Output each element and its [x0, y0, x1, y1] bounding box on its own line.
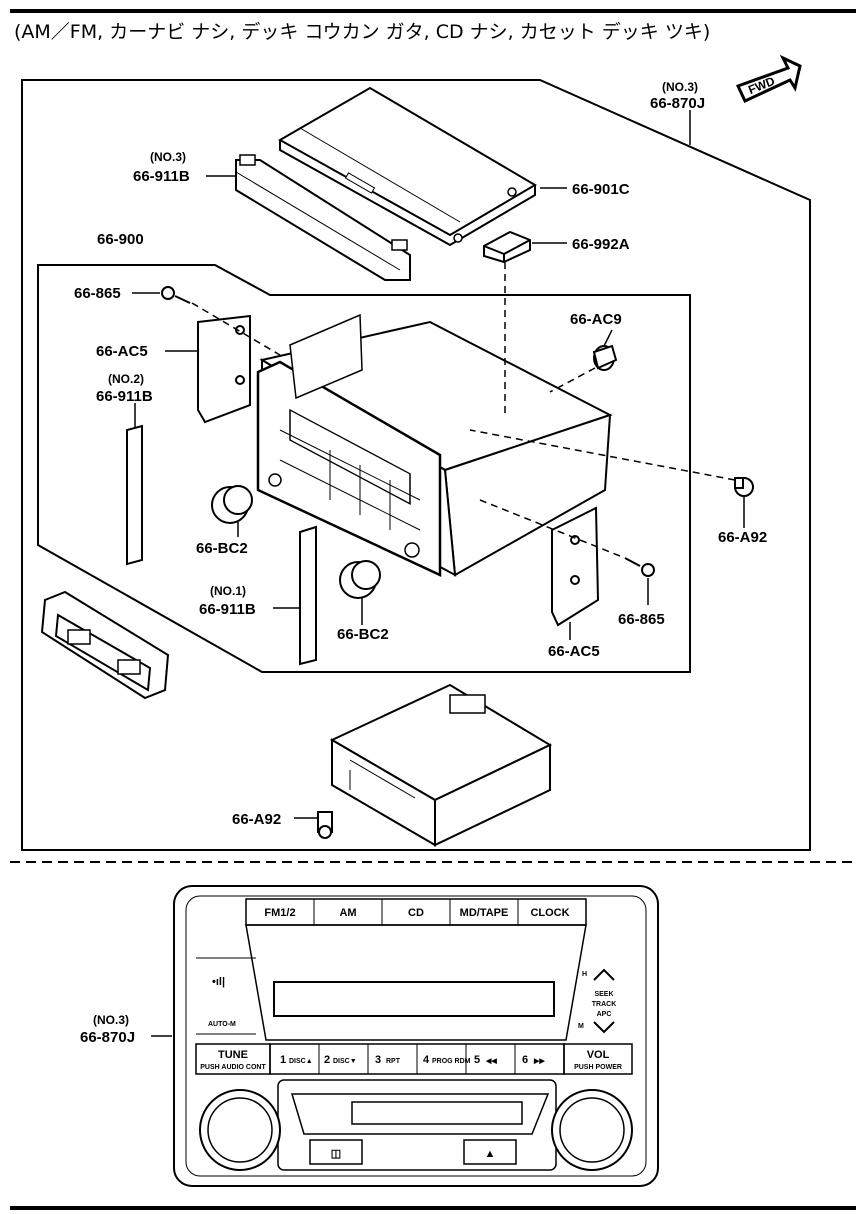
knob-bc2-center [339, 560, 381, 599]
deck-unit [329, 683, 553, 847]
label-911b-no1-no: (NO.1) [210, 584, 246, 598]
label-bc2-left: 66-BC2 [196, 540, 248, 557]
label-911b-no3: 66-911B [133, 168, 190, 185]
audio-unit-body [256, 313, 613, 577]
seek-down-icon [593, 1021, 615, 1034]
volume-knob [551, 1089, 633, 1171]
label-a92-right: 66-A92 [718, 529, 767, 546]
label-870j-top: 66-870J [650, 95, 705, 112]
eject-button: ▲ [485, 1148, 496, 1160]
tune-sub-label: PUSH AUDIO CONT [200, 1064, 266, 1071]
signal-indicator: •ıl| [212, 976, 225, 988]
subassembly-boundary [37, 264, 691, 673]
preset-6-label: ▶▶ [533, 1058, 545, 1065]
button-clock: CLOCK [530, 907, 569, 919]
label-870j-front: 66-870J [80, 1029, 135, 1046]
label-865-left: 66-865 [74, 285, 121, 302]
vol-button: VOL [587, 1049, 610, 1061]
plug-ac9 [592, 344, 618, 371]
preset-3-label: RPT [386, 1058, 401, 1065]
label-ac5-left: 66-AC5 [96, 343, 148, 360]
assembly-boundary [21, 79, 811, 851]
cover-plate [277, 86, 537, 247]
preset-5-num: 5 [474, 1054, 480, 1066]
label-870j-front-no: (NO.3) [93, 1013, 129, 1027]
cassette-play-button: ◫ [331, 1148, 341, 1160]
apc-label: APC [597, 1011, 612, 1018]
assembly-lines [191, 262, 736, 557]
preset-4-num: 4 [423, 1054, 430, 1066]
seek-up-icon [593, 968, 615, 981]
seek-h-label: H [582, 971, 587, 978]
label-911b-no2-no: (NO.2) [108, 372, 144, 386]
button-md-tape: MD/TAPE [460, 907, 509, 919]
strip-no1 [299, 525, 317, 666]
label-911b-no1: 66-911B [199, 601, 256, 618]
label-bc2-center: 66-BC2 [337, 626, 389, 643]
label-ac5-right: 66-AC5 [548, 643, 600, 660]
tune-button: TUNE [218, 1049, 248, 1061]
track-label: TRACK [592, 1001, 617, 1008]
fwd-arrow-icon: FWD [735, 54, 802, 103]
label-ac9: 66-AC9 [570, 311, 622, 328]
auto-m-button: AUTO-M [208, 1021, 236, 1028]
preset-6-num: 6 [522, 1054, 528, 1066]
button-fm12: FM1/2 [264, 907, 295, 919]
preset-5-label: ◀◀ [485, 1058, 497, 1065]
preset-1-num: 1 [280, 1054, 286, 1066]
seek-label: SEEK [594, 991, 613, 998]
strip-no2 [126, 424, 143, 566]
label-900: 66-900 [97, 231, 144, 248]
preset-1-label: DISC▲ [289, 1058, 313, 1065]
label-901c: 66-901C [572, 181, 630, 198]
tune-knob [199, 1089, 281, 1171]
preset-3-num: 3 [375, 1054, 381, 1066]
button-am: AM [339, 907, 356, 919]
leader-lines [132, 110, 745, 1037]
screw-865-right [624, 557, 655, 577]
label-a92-bottom: 66-A92 [232, 811, 281, 828]
seek-m-label: M [578, 1023, 584, 1030]
preset-2-num: 2 [324, 1054, 330, 1066]
label-992a: 66-992A [572, 236, 630, 253]
label-911b-no3-no: (NO.3) [150, 150, 186, 164]
bracket-ac5-right [551, 506, 600, 627]
clip-a92-bottom [317, 811, 333, 839]
knob-bc2-left [211, 485, 253, 524]
preset-2-label: DISC▼ [333, 1058, 357, 1065]
cassette-tray [40, 590, 170, 700]
bracket-no3 [235, 154, 411, 281]
preset-4-label: PROG RDM [432, 1058, 471, 1065]
screw-865-left [161, 286, 191, 304]
clip-a92-right [734, 477, 754, 497]
part-labels: (NO.3) 66-870J (NO.3) 66-911B 66-901C 66… [74, 80, 767, 1046]
bracket-ac5-left [197, 314, 251, 424]
button-cd: CD [408, 907, 424, 919]
faceplate-front: FM1/2 AM CD MD/TAPE CLOCK •ıl| AUTO-M H … [173, 885, 659, 1187]
spec-header: (AM／FM, カーナビ ナシ, デッキ コウカン ガタ, CD ナシ, カセッ… [14, 21, 710, 43]
label-865-right: 66-865 [618, 611, 665, 628]
label-870j-top-no: (NO.3) [662, 80, 698, 94]
vol-sub-label: PUSH POWER [574, 1064, 622, 1071]
label-911b-no2: 66-911B [96, 388, 153, 405]
pad-992a [483, 230, 531, 264]
